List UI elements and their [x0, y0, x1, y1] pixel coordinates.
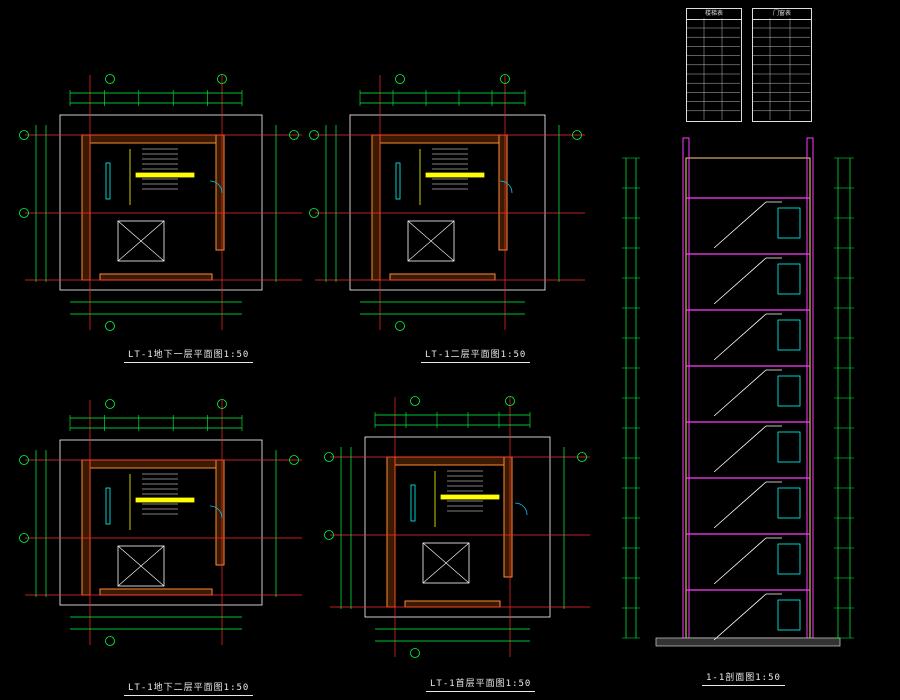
- plan-1-axis-bubble-left-1: [19, 130, 29, 140]
- section-window: [777, 431, 801, 463]
- plan-1-axis-bubble-left-2: [19, 208, 29, 218]
- section-outline: [685, 157, 811, 639]
- plan-1-elevator: [117, 220, 165, 262]
- section-stair-flight: [713, 537, 782, 585]
- plan-3-title: LT-1地下二层平面图1:50: [123, 680, 254, 696]
- plan-4-axis-bubble-bottom: [410, 648, 420, 658]
- plan-2-title: LT-1二层平面图1:50: [420, 347, 531, 363]
- plan-1-axis-bubble-top-1: [105, 74, 115, 84]
- plan-3-axis-bubble-top-1: [105, 399, 115, 409]
- plan-1-wall-top: [81, 134, 225, 144]
- plan-1-frame: [59, 114, 263, 291]
- section-stair-flight: [713, 313, 782, 361]
- plan-2-stair-rail: [425, 172, 485, 178]
- section-stair-flight: [713, 369, 782, 417]
- section-ground: [655, 637, 841, 647]
- table-left-header: 楼梯表: [687, 9, 741, 20]
- section-window: [777, 263, 801, 295]
- plan-3-window: [105, 487, 111, 525]
- plan-1-wall-left: [81, 134, 91, 281]
- plan-2-axis-bubble-left-2: [309, 208, 319, 218]
- plan-3-door-swing: [209, 505, 223, 519]
- plan-4-axis-bubble-right: [577, 452, 587, 462]
- plan-2-axis-bubble-top-2: [500, 74, 510, 84]
- plan-1-axis-bubble-bottom: [105, 321, 115, 331]
- plan-2-axis-bubble-bottom: [395, 321, 405, 331]
- plan-3-elevator: [117, 545, 165, 587]
- table-left: 楼梯表: [686, 8, 742, 122]
- plan-3-wall-left: [81, 459, 91, 596]
- plan-1-axis-bubble-top-2: [217, 74, 227, 84]
- plan-1-elevator-x2: [117, 220, 165, 262]
- plan-2-elevator-x2: [407, 220, 455, 262]
- plan-4-door-swing: [514, 502, 528, 516]
- plan-1-axis-bubble-right: [289, 130, 299, 140]
- plan-2-wall-left: [371, 134, 381, 281]
- section-window: [777, 487, 801, 519]
- plan-1-window: [105, 162, 111, 200]
- plan-2-elevator: [407, 220, 455, 262]
- plan-4-wall-top: [386, 456, 513, 466]
- plan-2-wall-top: [371, 134, 508, 144]
- plan-1-wall-bottom: [99, 273, 213, 281]
- section-window: [777, 599, 801, 631]
- plan-4-axis-bubble-left-1: [324, 452, 334, 462]
- plan-3-wall-top: [81, 459, 225, 469]
- section-stair-flight: [713, 425, 782, 473]
- plan-4-axis-bubble-left-2: [324, 530, 334, 540]
- plan-2-axis-bubble-left-1: [309, 130, 319, 140]
- plan-4-elevator-x2: [422, 542, 470, 584]
- plan-4-wall-right: [503, 456, 513, 578]
- plan-2-door-swing: [499, 180, 513, 194]
- plan-4-axis-bubble-top-1: [410, 396, 420, 406]
- section-window: [777, 543, 801, 575]
- plan-4-wall-bottom: [404, 600, 501, 608]
- plan-4-window: [410, 484, 416, 522]
- plan-4-stair-rail: [440, 494, 500, 500]
- plan-4-title: LT-1首层平面图1:50: [425, 676, 536, 692]
- plan-3-axis-bubble-top-2: [217, 399, 227, 409]
- plan-1-stair-rail: [135, 172, 195, 178]
- plan-2-axis-bubble-top-1: [395, 74, 405, 84]
- plan-3-axis-bubble-left-1: [19, 455, 29, 465]
- section-window: [777, 319, 801, 351]
- plan-4-axis-bubble-top-2: [505, 396, 515, 406]
- section-stair-flight: [713, 593, 782, 641]
- section-window: [777, 207, 801, 239]
- plan-2-wall-bottom: [389, 273, 496, 281]
- plan-4-elevator: [422, 542, 470, 584]
- plan-4-wall-left: [386, 456, 396, 608]
- plan-3-axis-bubble-right: [289, 455, 299, 465]
- plan-2-axis-bubble-right: [572, 130, 582, 140]
- plan-1-door-swing: [209, 180, 223, 194]
- plan-1-title: LT-1地下一层平面图1:50: [123, 347, 254, 363]
- plan-2-wall-right: [498, 134, 508, 251]
- section-window: [777, 375, 801, 407]
- table-right: 门窗表: [752, 8, 812, 122]
- section-stair-flight: [713, 201, 782, 249]
- plan-3-axis-bubble-left-2: [19, 533, 29, 543]
- plan-3-wall-right: [215, 459, 225, 566]
- plan-3-axis-bubble-bottom: [105, 636, 115, 646]
- plan-3-elevator-x2: [117, 545, 165, 587]
- plan-3-wall-bottom: [99, 588, 213, 596]
- table-right-header: 门窗表: [753, 9, 811, 20]
- plan-3-stair-rail: [135, 497, 195, 503]
- plan-2-window: [395, 162, 401, 200]
- section-stair-flight: [713, 257, 782, 305]
- section-stair-flight: [713, 481, 782, 529]
- plan-3-frame: [59, 439, 263, 606]
- plan-2-frame: [349, 114, 546, 291]
- section-title: 1-1剖面图1:50: [702, 670, 785, 686]
- plan-4-frame: [364, 436, 551, 618]
- plan-1-wall-right: [215, 134, 225, 251]
